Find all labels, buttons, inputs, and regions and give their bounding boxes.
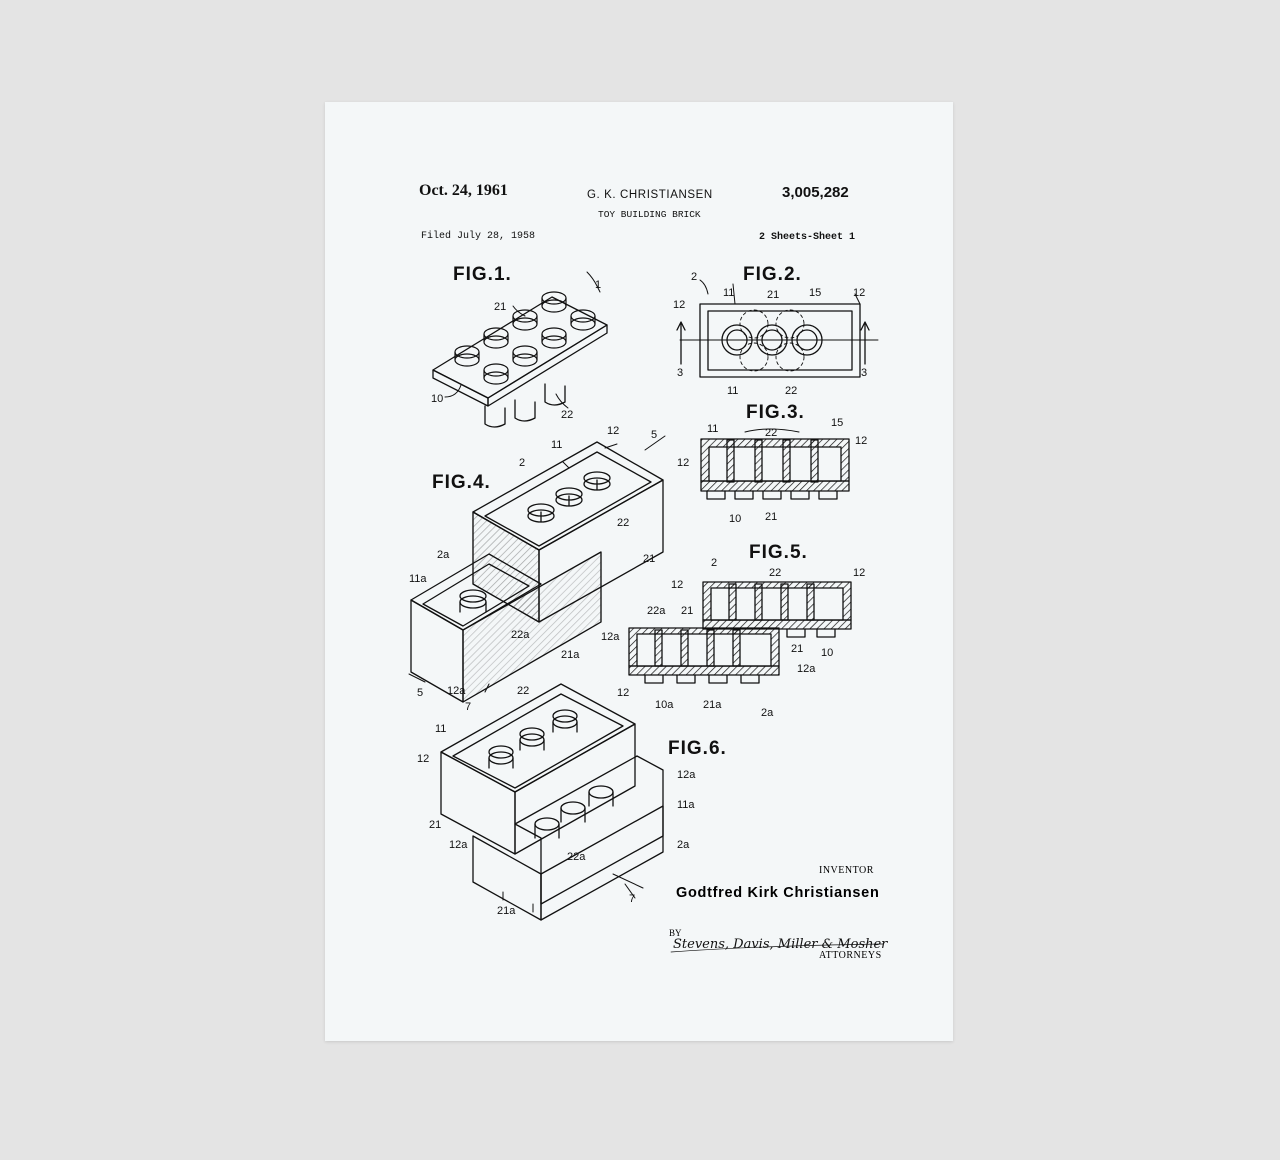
fig4-drawing — [408, 435, 666, 703]
fig1-drawing — [432, 271, 608, 428]
ref-numeral: 21a — [703, 699, 722, 711]
ref-numeral: 12 — [617, 687, 629, 699]
ref-numeral: 12 — [677, 457, 689, 469]
ref-numeral: 11 — [435, 723, 446, 735]
by-label: BY — [669, 928, 682, 938]
patent-title: TOY BUILDING BRICK — [598, 209, 701, 220]
ref-numeral: 22a — [511, 629, 530, 641]
patent-drawings: 121 10 22 2 11 21 15 12 12 3 3 11 22 11 … — [408, 271, 888, 953]
ref-numeral: 5 — [417, 687, 423, 699]
ref-numeral: 22a — [567, 851, 586, 863]
patent-date: Oct. 24, 1961 — [419, 182, 508, 199]
fig3-numerals: 11 22 15 12 12 10 21 — [677, 417, 867, 525]
fig3-label: FIG.3. — [746, 402, 805, 423]
attorneys-label: ATTORNEYS — [819, 950, 882, 961]
ref-numeral: 22 — [765, 427, 777, 439]
ref-numeral: 11 — [551, 439, 562, 451]
filed-date: Filed July 28, 1958 — [421, 231, 536, 242]
ref-numeral: 21 — [643, 553, 655, 565]
ref-numeral: 21 — [791, 643, 803, 655]
fig1-numerals: 1 21 10 22 — [431, 279, 601, 421]
ref-numeral: 2 — [691, 271, 697, 283]
ref-numeral: 2a — [677, 839, 690, 851]
ref-numeral: 12 — [853, 567, 865, 579]
ref-1: 1 — [595, 279, 601, 291]
ref-numeral: 12a — [449, 839, 468, 851]
ref-numeral: 2a — [437, 549, 450, 561]
ref-numeral: 10a — [655, 699, 674, 711]
fig2-drawing — [676, 279, 879, 378]
ref-numeral: 21 — [429, 819, 441, 831]
ref-numeral: 12a — [601, 631, 620, 643]
patent-number: 3,005,282 — [782, 184, 849, 201]
ref-numeral: 12 — [607, 425, 619, 437]
ref-numeral: 5 — [651, 429, 657, 441]
ref-numeral: 21 — [765, 511, 777, 523]
ref-numeral: 2 — [711, 557, 717, 569]
ref-numeral: Stevens, Davis, Miller & Mosher — [673, 937, 888, 952]
ref-numeral: 11 — [723, 287, 734, 299]
inventor-full-name: Godtfred Kirk Christiansen — [676, 885, 880, 901]
fig1-label: FIG.1. — [453, 264, 512, 285]
fig6-label: FIG.6. — [668, 738, 727, 759]
ref-numeral: 22 — [785, 385, 797, 397]
ref-numeral: 21 — [767, 289, 779, 301]
ref-numeral: 15 — [831, 417, 843, 429]
ref-numeral: 2a — [761, 707, 774, 719]
fig2-numerals: 2 11 21 15 12 12 3 3 11 22 — [673, 271, 867, 397]
ref-numeral: 12 — [417, 753, 429, 765]
ref-numeral: 15 — [809, 287, 821, 299]
ref-numeral: 10 — [821, 647, 833, 659]
fig2-label: FIG.2. — [743, 264, 802, 285]
ref-22: 22 — [561, 409, 573, 421]
ref-numeral: 22a — [647, 605, 666, 617]
ref-numeral: 21 — [681, 605, 693, 617]
fig4-label: FIG.4. — [432, 472, 491, 493]
ref-numeral: 21a — [497, 905, 516, 917]
ref-numeral: 11 — [727, 385, 738, 397]
ref-numeral: 7 — [465, 701, 471, 713]
ref-10: 10 — [431, 393, 443, 405]
ref-numeral: 11 — [707, 423, 718, 435]
ref-numeral: 22 — [617, 517, 629, 529]
ref-numeral: 12 — [671, 579, 683, 591]
sheet-number: 2 Sheets-Sheet 1 — [759, 232, 856, 243]
fig6-numerals: 22 12 7 11 12 12a 11a 21 12a 22a 2a 7 21… — [417, 685, 696, 917]
ref-numeral: 10 — [729, 513, 741, 525]
fig5-label: FIG.5. — [749, 542, 808, 563]
ref-numeral: 3 — [677, 367, 683, 379]
ref-numeral: 12 — [853, 287, 865, 299]
patent-poster: Oct. 24, 1961 G. K. CHRISTIANSEN 3,005,2… — [325, 102, 953, 1041]
attorney-signature: Stevens, Davis, Miller & Mosher — [670, 937, 888, 953]
ref-numeral: 12a — [447, 685, 466, 697]
fig3-drawing — [700, 428, 850, 500]
ref-numeral: 22 — [769, 567, 781, 579]
fig6-drawing — [440, 683, 664, 921]
ref-numeral: 11a — [409, 573, 427, 585]
fig5-drawing — [628, 581, 852, 684]
fig4-numerals: 11 12 5 2 22 21 2a 11a 22a 21a 12a 5 — [409, 425, 657, 699]
inventor-label: INVENTOR — [819, 865, 874, 876]
inventor-short-name: G. K. CHRISTIANSEN — [587, 189, 713, 201]
ref-numeral: 3 — [861, 367, 867, 379]
ref-21: 21 — [494, 301, 506, 313]
fig5-numerals: 2 22 12 12 22a 21 12a 21 10 12a 10a 21a … — [601, 557, 865, 719]
ref-numeral: 12a — [677, 769, 696, 781]
ref-numeral: 11a — [677, 799, 695, 811]
ref-numeral: 12a — [797, 663, 816, 675]
ref-numeral: 2 — [519, 457, 525, 469]
ref-numeral: 22 — [517, 685, 529, 697]
ref-numeral: 7 — [629, 893, 635, 905]
ref-numeral: 21a — [561, 649, 580, 661]
ref-numeral: 12 — [855, 435, 867, 447]
ref-numeral: 12 — [673, 299, 685, 311]
